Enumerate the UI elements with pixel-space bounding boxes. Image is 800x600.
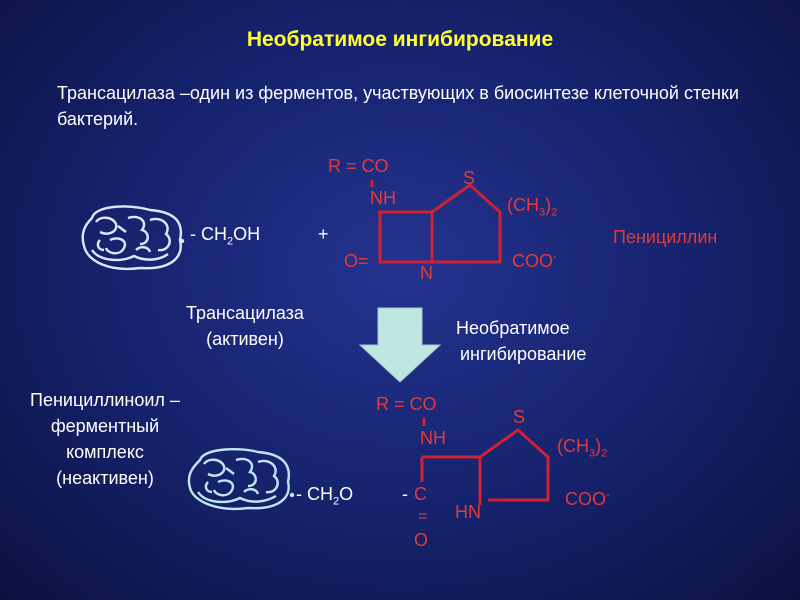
r-co-bottom: R = CO xyxy=(376,394,437,414)
penicilloyl-complex-label: Пенициллиноил – ферментный комплекс (неа… xyxy=(30,390,180,488)
thiazolidine-ring-bottom xyxy=(479,428,550,502)
page-title: Необратимое ингибирование xyxy=(246,28,554,51)
ch3-group-top: (CH3)2 xyxy=(507,195,558,219)
s-bottom: S xyxy=(513,407,526,427)
penicillin-structure xyxy=(370,180,502,264)
oxygen-bottom: O xyxy=(414,530,429,550)
s-top: S xyxy=(463,168,476,188)
beta-lactam-ring-top xyxy=(378,210,434,264)
enzyme-ch2oh-label: - CH2OH xyxy=(190,224,261,248)
thiazolidine-ring-top xyxy=(431,183,502,264)
nh-top: NH xyxy=(370,188,396,208)
r-co-top: R = CO xyxy=(328,156,389,176)
coo-bottom: COO- xyxy=(565,489,610,509)
intro-text: Трансацилаза –один из ферментов, участву… xyxy=(57,83,739,129)
n-top: N xyxy=(420,263,433,283)
hn-bottom: HN xyxy=(455,502,481,522)
enzyme-ch2o-label: - CH2O xyxy=(296,484,354,508)
dash-bottom: - xyxy=(402,484,408,504)
ch3-group-bottom: (CH3)2 xyxy=(557,436,608,460)
enzyme-icon-bottom xyxy=(187,447,295,511)
double-bond-bottom: = xyxy=(418,508,428,525)
coo-top: COO- xyxy=(512,251,557,271)
enzyme-icon-top xyxy=(81,205,185,271)
plus-sign: + xyxy=(318,224,329,244)
irreversible-inhibition-label: Необратимое ингибирование xyxy=(456,318,587,364)
o-double-bond-top: O= xyxy=(344,251,369,271)
penicillin-label: Пенициллин xyxy=(613,227,718,247)
transacylase-active-label: Трансацилаза (активен) xyxy=(186,303,304,349)
penicilloyl-structure xyxy=(420,418,550,505)
reaction-arrow-icon xyxy=(358,307,442,383)
carbon-bottom: C xyxy=(414,484,427,504)
nh-bottom: NH xyxy=(420,428,446,448)
